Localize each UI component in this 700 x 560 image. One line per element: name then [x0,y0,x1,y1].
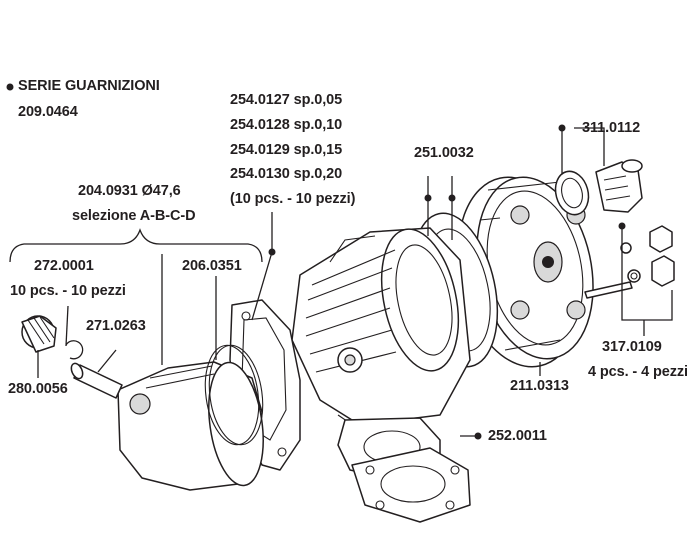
label-head-gasket: 251.0032 [414,145,474,161]
label-piston-kit: 204.0931 Ø47,6 [78,183,181,199]
label-base-gasket: 252.0011 [488,428,547,444]
label-bearing: 280.0056 [8,381,68,397]
label-spark-plug-adapter: 311.0112 [582,120,641,136]
label-piston-ring: 206.0351 [182,258,242,274]
gasket-set-code: 209.0464 [18,104,78,120]
spark-plug-adapter [554,159,643,216]
needle-bearing [21,315,57,353]
base-gasket [351,447,471,523]
label-studs: 317.0109 [602,339,662,355]
stud-set [584,225,675,299]
label-shim-qty: (10 pcs. - 10 pezzi) [230,191,356,207]
circlip [65,340,84,360]
piston [117,361,264,491]
label-circlip-qty: 10 pcs. - 10 pezzi [10,283,126,299]
gasket-set-title: SERIE GUARNIZIONI [18,78,160,94]
label-studs-qty: 4 pcs. - 4 pezzi [588,364,688,380]
label-piston-selection: selezione A-B-C-D [72,208,196,224]
label-shim-1: 254.0127 sp.0,05 [230,92,343,108]
label-shim-3: 254.0129 sp.0,15 [230,142,343,158]
label-shim-2: 254.0128 sp.0,10 [230,117,343,133]
piston-ring [204,344,264,446]
label-shim-4: 254.0130 sp.0,20 [230,166,343,182]
label-circlip: 272.0001 [34,258,94,274]
bullet-dots [6,83,626,440]
label-pin: 271.0263 [86,318,146,334]
piston-pin [70,362,123,399]
label-head: 211.0313 [510,378,569,394]
cylinder-body [291,227,471,481]
